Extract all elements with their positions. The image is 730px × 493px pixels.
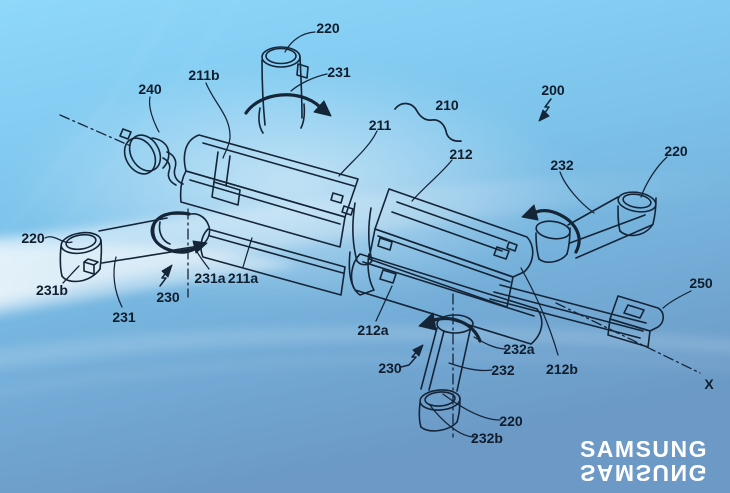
rail-module [489, 284, 665, 348]
wave-line-upperleft-1 [0, 0, 180, 240]
wave-line-upperleft-2 [0, 0, 239, 292]
ref-label-211b: 211b [188, 67, 219, 83]
rotation-arrow-top [244, 93, 322, 115]
brand-logo: SAMSUNG SAMSUNG [580, 436, 708, 486]
ref-label-231-top: 231 [327, 64, 351, 80]
axis-line-camera [59, 114, 134, 148]
zigzag-230-left-head [161, 264, 173, 278]
ref-label-232-bottom: 232 [491, 362, 515, 378]
rotor-arm-top [258, 46, 309, 134]
ref-label-211: 211 [369, 117, 392, 133]
samsung-logo-reflection: SAMSUNG [580, 460, 708, 486]
zigzag-200-head [538, 109, 550, 122]
body-hinge-bracket [348, 202, 375, 296]
ref-label-232-right: 232 [550, 157, 574, 173]
rotation-arrows [150, 93, 581, 343]
rotation-arrow-right [532, 209, 581, 254]
ref-label-212: 212 [449, 146, 473, 162]
leader-lines [44, 31, 692, 438]
ref-label-212a: 212a [357, 322, 388, 338]
body-second-lower [350, 253, 543, 345]
ref-label-231a: 231a [194, 270, 225, 286]
rotor-arm-right [535, 191, 657, 263]
ref-label-211a: 211a [228, 270, 259, 286]
ref-label-200: 200 [541, 82, 565, 98]
ref-label-220-bottom: 220 [499, 413, 523, 429]
ref-label-230-bottom: 230 [378, 360, 402, 376]
ref-label-210: 210 [435, 97, 459, 113]
zigzag-arrows [159, 98, 552, 368]
ref-label-220-top: 220 [316, 20, 340, 36]
body-first-section [179, 134, 359, 248]
ref-label-232a: 232a [503, 341, 534, 357]
samsung-logo: SAMSUNG [580, 436, 708, 462]
wave-line-bottom [0, 353, 730, 396]
rotation-arrow-right-head [521, 204, 539, 221]
ref-label-231-left: 231 [112, 309, 136, 325]
camera-module [119, 128, 184, 186]
reference-labels: 220 231 211b 240 210 200 211 212 232 220… [21, 20, 714, 446]
ref-label-230-left: 230 [156, 289, 180, 305]
brace-210 [394, 102, 462, 142]
patent-drawing [44, 31, 701, 438]
zigzag-230-bottom-head [412, 344, 424, 357]
ref-label-250: 250 [689, 275, 713, 291]
ref-label-231b: 231b [36, 282, 68, 298]
rotation-arrow-left [150, 211, 200, 254]
wave-band-lower [0, 326, 730, 370]
rotation-arrow-bottom [429, 317, 482, 343]
ref-label-232b: 232b [471, 430, 503, 446]
ref-label-220-right: 220 [664, 143, 688, 159]
rotor-arm-bottom [418, 314, 474, 432]
rotation-arrow-top-head [313, 100, 332, 117]
ref-label-220-left: 220 [21, 230, 45, 246]
rotation-arrow-bottom-head [418, 312, 437, 331]
ref-label-240: 240 [138, 81, 162, 97]
ref-label-axis-x: X [704, 376, 714, 392]
ref-label-212b: 212b [546, 361, 578, 377]
wave-band-main [0, 170, 730, 304]
